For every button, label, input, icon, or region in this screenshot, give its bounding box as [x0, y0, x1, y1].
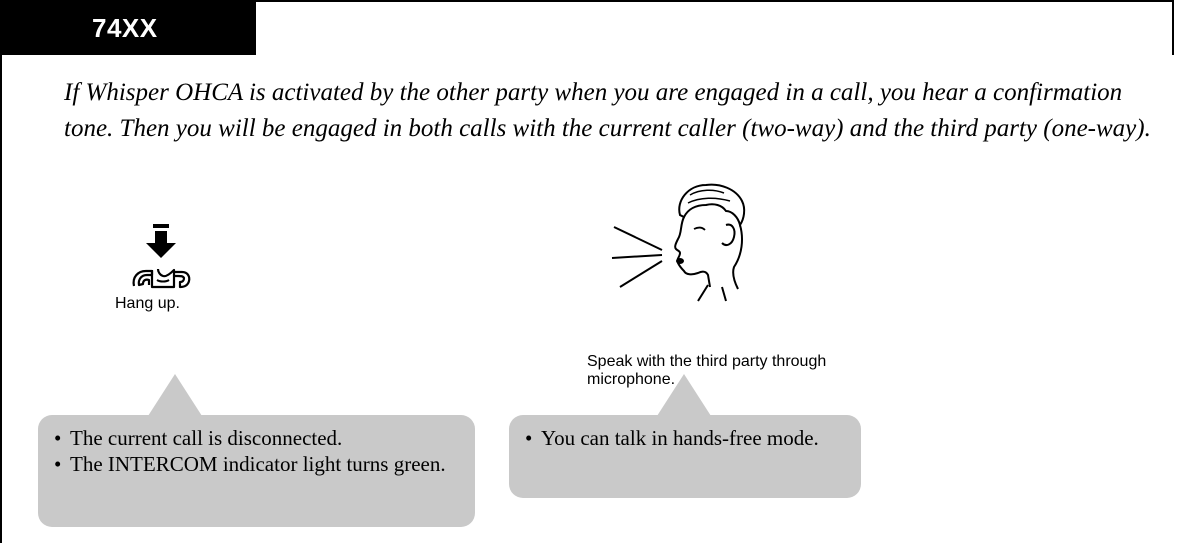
callout-note-speak: You can talk in hands-free mode. [509, 415, 861, 498]
model-tab: 74XX [2, 2, 256, 55]
frame-right-border [1172, 0, 1174, 55]
frame-top-border [0, 0, 1174, 2]
callout-note-hang-up: The current call is disconnected. The IN… [38, 415, 475, 527]
note-item: The current call is disconnected. [54, 425, 463, 451]
step-label-speak: Speak with the third party through micro… [587, 353, 827, 388]
note-item: The INTERCOM indicator light turns green… [54, 451, 463, 477]
step-label-hang-up: Hang up. [115, 295, 180, 312]
intro-paragraph: If Whisper OHCA is activated by the othe… [64, 79, 1151, 142]
note-item: You can talk in hands-free mode. [525, 425, 849, 451]
hang-up-icon [132, 224, 191, 289]
callout-pointer [657, 374, 711, 416]
speaking-person-icon [611, 183, 746, 302]
callout-pointer [148, 374, 202, 416]
frame-left-border [0, 0, 2, 543]
